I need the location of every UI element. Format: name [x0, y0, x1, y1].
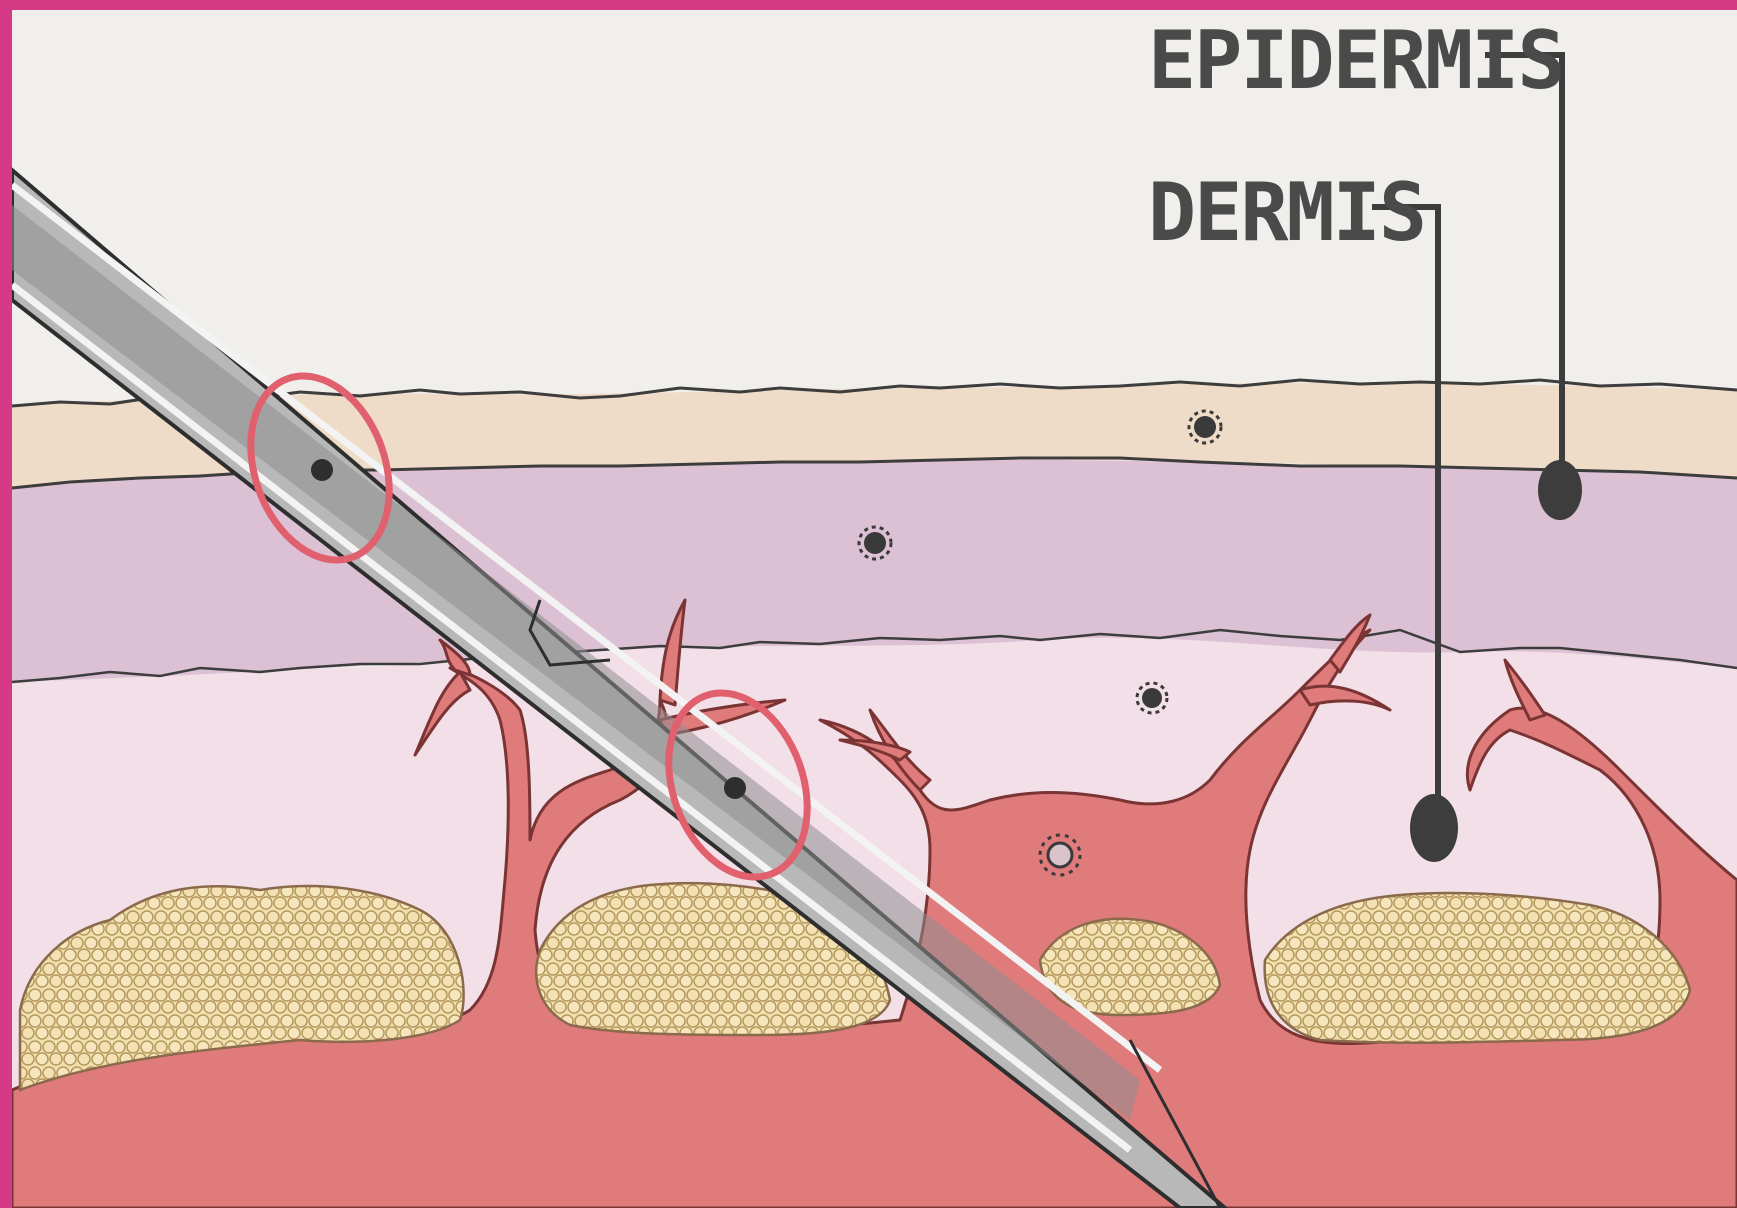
epidermis-pointer-dot: [1538, 460, 1582, 520]
dermis-label: DERMIS: [1148, 166, 1425, 259]
dermis-pointer-dot: [1410, 794, 1458, 862]
epidermis-label: EPIDERMIS: [1148, 14, 1563, 107]
